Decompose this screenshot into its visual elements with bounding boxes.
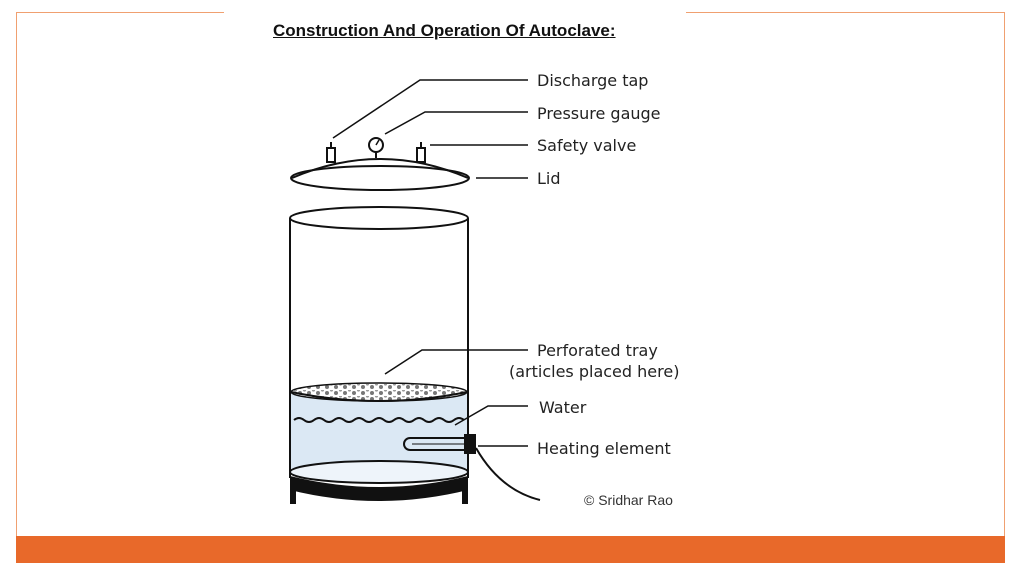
perforated-tray: [290, 382, 468, 402]
slide-title: Construction And Operation Of Autoclave:: [273, 21, 616, 40]
label-pressure-gauge: Pressure gauge: [537, 104, 661, 123]
slide-frame: [16, 12, 1005, 563]
bottom-accent-bar: [16, 536, 1005, 563]
safety-valve: [416, 142, 426, 163]
frame-top-line-left: [16, 12, 224, 13]
label-water: Water: [539, 398, 587, 417]
heating-element: [403, 434, 541, 501]
lid: [290, 158, 470, 191]
leader-lines: [332, 79, 528, 447]
label-perforated-tray: Perforated tray: [537, 341, 658, 360]
label-safety-valve: Safety valve: [537, 136, 636, 155]
discharge-tap: [326, 142, 336, 163]
frame-top-line-right: [686, 12, 1005, 13]
autoclave-vessel: [289, 206, 469, 504]
label-lid: Lid: [537, 169, 561, 188]
label-heating-element: Heating element: [537, 439, 671, 458]
label-articles-placed: (articles placed here): [509, 362, 679, 381]
water-surface: [293, 417, 465, 423]
label-discharge-tap: Discharge tap: [537, 71, 648, 90]
credit-text: © Sridhar Rao: [584, 492, 673, 508]
pressure-gauge: [368, 137, 384, 158]
